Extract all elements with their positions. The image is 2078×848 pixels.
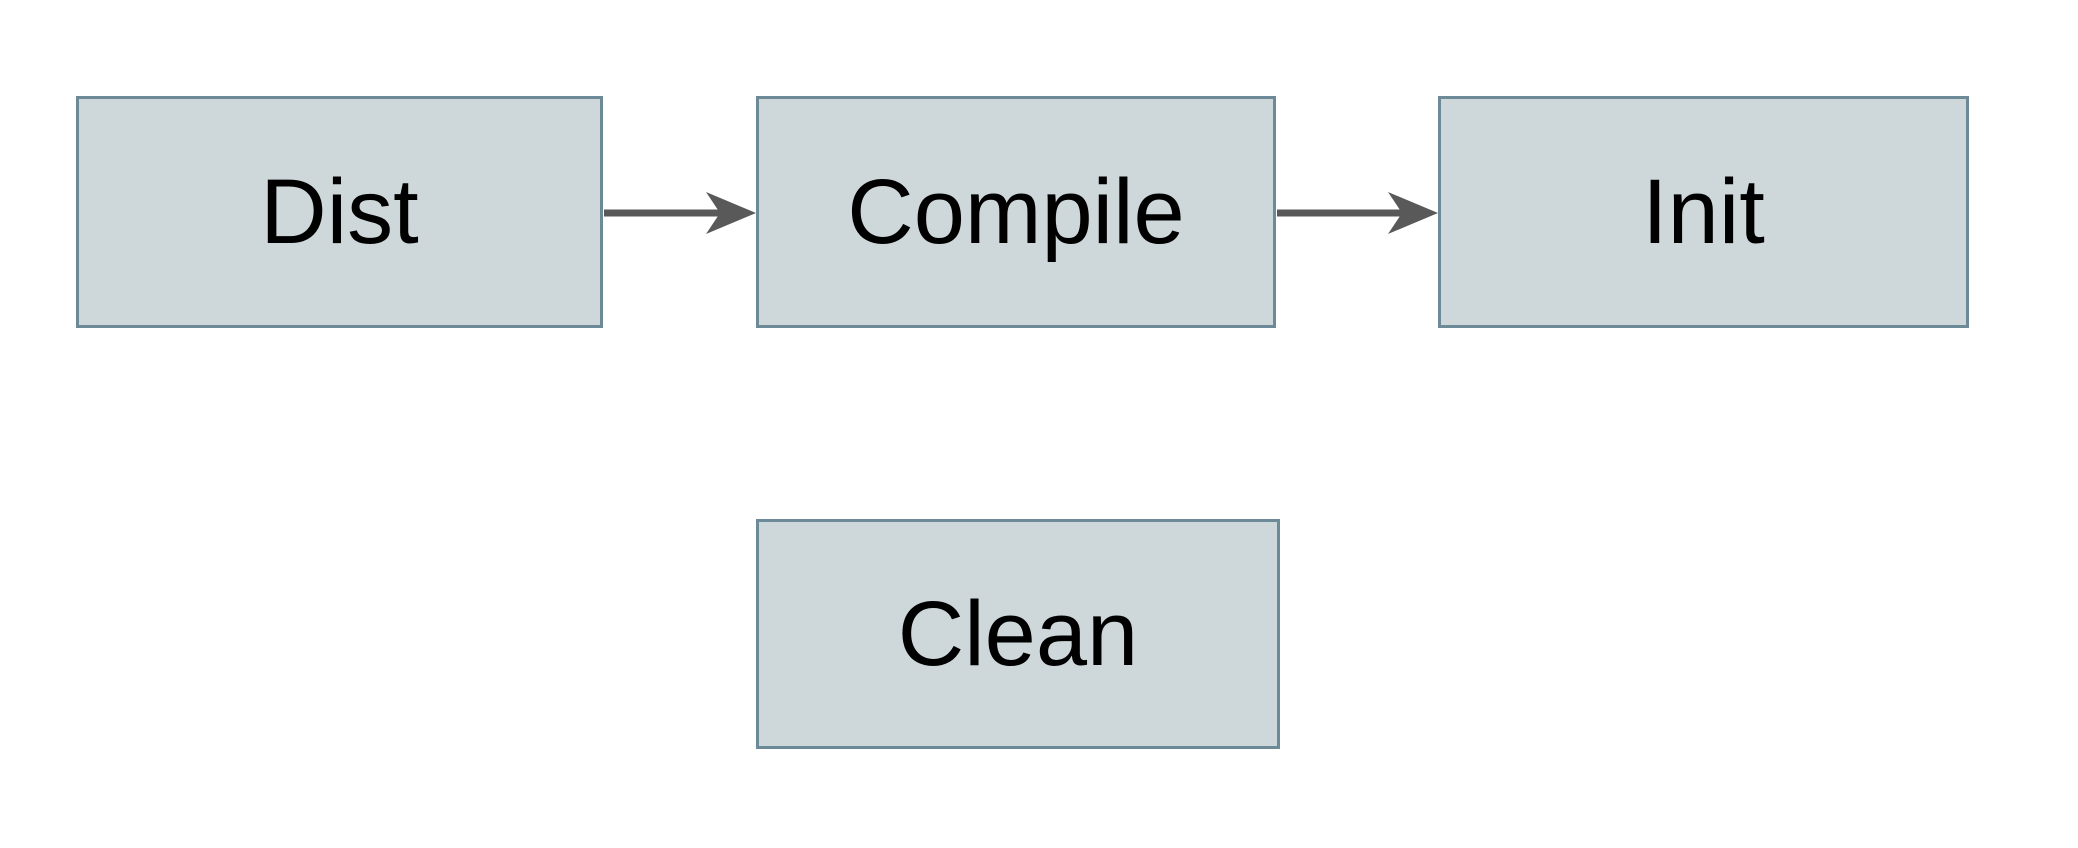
arrowhead-icon: [1388, 192, 1438, 234]
node-dist-label: Dist: [260, 161, 419, 263]
node-compile: Compile: [756, 96, 1276, 328]
node-init: Init: [1438, 96, 1969, 328]
node-clean-label: Clean: [897, 583, 1139, 685]
arrow-dist-to-compile: [604, 192, 756, 234]
arrowhead-icon: [706, 192, 756, 234]
node-clean: Clean: [756, 519, 1280, 749]
node-dist: Dist: [76, 96, 603, 328]
node-init-label: Init: [1642, 161, 1765, 263]
arrow-compile-to-init: [1277, 192, 1438, 234]
node-compile-label: Compile: [847, 161, 1185, 263]
